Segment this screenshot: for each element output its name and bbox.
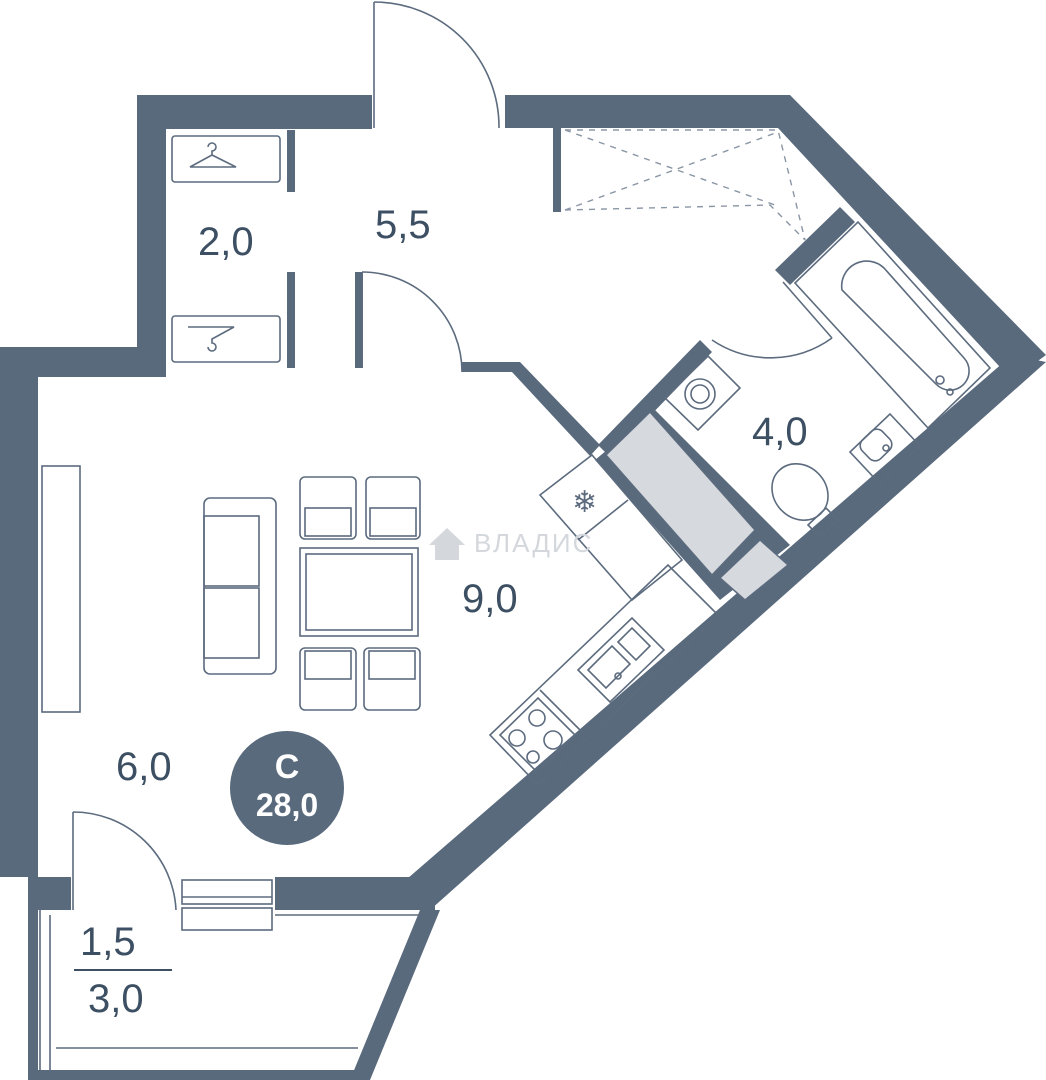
- wall-exterior-left-low: [28, 877, 38, 1080]
- wall-balcony-bottom: [38, 1070, 358, 1080]
- shaft-large: [604, 410, 757, 577]
- home-icon: [429, 528, 465, 560]
- bath-door-swing: [711, 337, 833, 359]
- sofa-icon: [203, 497, 277, 675]
- shaft-small: [718, 538, 790, 601]
- wall-top-right: [505, 95, 1046, 380]
- hanger-icon: [188, 326, 235, 352]
- table-icon: [299, 547, 419, 637]
- wall-exterior-left: [0, 347, 38, 877]
- watermark: ВЛАДИС: [429, 528, 593, 560]
- washing-machine-icon: [663, 354, 742, 432]
- label-bathroom: 4,0: [752, 410, 808, 454]
- wall-wardrobe-partition-top: [287, 130, 295, 192]
- label-balcony-full: 3,0: [88, 977, 144, 1021]
- label-hall: 5,5: [375, 203, 431, 247]
- svg-text:❄: ❄: [572, 485, 597, 520]
- living-door-swing: [361, 271, 463, 373]
- wall-wardrobe-left: [137, 95, 166, 375]
- label-wardrobe: 2,0: [198, 220, 254, 264]
- sink-icon: [848, 412, 922, 486]
- wall-balcony-slant: [350, 910, 440, 1080]
- label-kitchen: 9,0: [462, 577, 518, 621]
- wall-hall-inner: [355, 272, 363, 368]
- wardrobe-shelves: [171, 135, 281, 363]
- entrance-door-swing: [373, 1, 500, 129]
- windows: [39, 879, 420, 1070]
- bathtub-icon: [793, 220, 992, 430]
- wall-bath-top: [775, 207, 855, 285]
- wall-wardrobe-top: [137, 95, 372, 129]
- closet-dashed-area: [564, 129, 806, 241]
- balcony-door-swing: [72, 811, 177, 911]
- wall-balcony-top: [275, 877, 435, 910]
- wall-hall-stub: [553, 128, 561, 212]
- kitchen-sink-icon: [576, 616, 666, 704]
- watermark-text: ВЛАДИС: [474, 528, 593, 558]
- doors: [72, 1, 833, 911]
- walls: [0, 95, 1046, 1080]
- stove-icon: [498, 696, 577, 774]
- room-labels: 2,0 5,5 4,0 9,0 6,0 1,5 3,0: [74, 203, 808, 1021]
- tv-unit: [41, 465, 81, 713]
- armchair-icon: [299, 476, 421, 711]
- hanger-icon: [189, 142, 237, 168]
- kitchen-counter: [488, 453, 720, 787]
- wall-bath-divider: [598, 340, 712, 457]
- wall-balcony-left-stub: [38, 877, 71, 910]
- snowflake-icon: ❄: [572, 485, 597, 520]
- apartment-area: 28,0: [256, 787, 318, 823]
- toilet-icon: [771, 463, 840, 539]
- apartment-badge: С 28,0: [230, 731, 344, 845]
- apartment-type: С: [275, 748, 300, 786]
- label-balcony-reduced: 1,5: [80, 920, 136, 964]
- shafts: [604, 410, 790, 601]
- wall-diagonal: [400, 355, 1046, 910]
- label-living: 6,0: [116, 745, 172, 789]
- wall-corridor-diagonal: [462, 362, 600, 456]
- wall-wardrobe-partition-bottom: [287, 272, 295, 368]
